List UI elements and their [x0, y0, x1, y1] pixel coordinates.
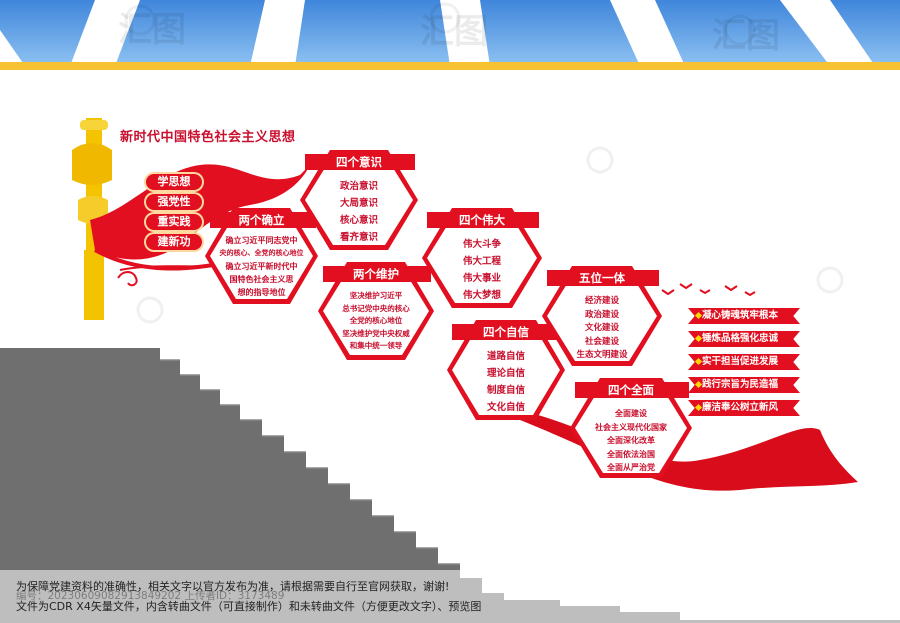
hexagon-title: 两个确立	[238, 213, 285, 227]
hexagon-item: 伟大事业	[462, 273, 501, 284]
hexagon-title: 四个自信	[483, 325, 529, 339]
hexagon-item: 社会主义现代化国家	[595, 422, 667, 432]
pill-study: 学思想	[146, 174, 202, 190]
ceiling-trim	[0, 62, 900, 70]
footer-file-info: 文件为CDR X4矢量文件，内含转曲文件（可直接制作）和未转曲文件（方便更改文字…	[16, 600, 482, 613]
hexagon-item: 国特色社会主义思	[229, 275, 294, 284]
hexagon-two-establishments: 两个确立 确立习近平同志党中 央的核心、全党的核心地位 确立习近平新时代中 国特…	[205, 208, 318, 304]
hexagon-item: 社会建设	[584, 336, 619, 347]
hexagon-item: 全面深化改革	[607, 436, 655, 445]
watermark-logo: 汇图	[118, 10, 186, 50]
hexagon-items: 伟大斗争 伟大工程 伟大事业 伟大梦想	[422, 236, 542, 304]
hexagon-title: 五位一体	[579, 271, 625, 285]
hexagon-item: 经济建设	[584, 296, 619, 306]
hexagon-item: 总书记党中央的核心	[342, 303, 410, 313]
hexagon-title: 四个全面	[608, 383, 654, 397]
hexagon-item: 看齐意识	[339, 232, 378, 243]
hexagon-item: 伟大工程	[462, 256, 501, 267]
hexagon-items: 确立习近平同志党中 央的核心、全党的核心地位 确立习近平新时代中 国特色社会主义…	[205, 234, 318, 299]
hexagon-five-in-one: 五位一体 经济建设 政治建设 文化建设 社会建设 生态文明建设	[542, 266, 662, 366]
watermark-logo: 汇图	[420, 12, 488, 52]
hexagon-item: 道路自信	[486, 351, 525, 362]
hexagon-item: 确立习近平新时代中	[225, 262, 298, 271]
ribbon-slogan: 锤炼品格强化忠诚	[688, 331, 800, 347]
hexagon-item: 文化自信	[486, 402, 525, 413]
hexagon-item: 文化建设	[584, 323, 619, 333]
hexagon-item: 和集中统一领导	[349, 341, 403, 350]
hexagon-two-safeguards: 两个维护 坚决维护习近平 总书记党中央的核心 全党的核心地位 坚决维护党中央权威…	[318, 262, 434, 360]
hexagon-item: 全党的核心地位	[349, 316, 403, 325]
hexagon-item: 制度自信	[486, 385, 525, 396]
hexagon-four-comprehensives: 四个全面 全面建设 社会主义现代化国家 全面深化改革 全面依法治国 全面从严治党	[570, 378, 692, 478]
watermark-id: 编号：20230609082913849202 上传者ID：3173489	[16, 590, 285, 602]
hexagon-item: 想的指导地位	[237, 288, 286, 297]
staircase	[0, 348, 900, 623]
ribbon-slogan: 廉洁奉公树立新风	[688, 400, 800, 416]
hexagon-title: 两个维护	[353, 267, 399, 281]
hexagon-item: 伟大斗争	[462, 239, 501, 250]
hexagon-items: 坚决维护习近平 总书记党中央的核心 全党的核心地位 坚决维护党中央权威 和集中统…	[318, 290, 434, 353]
hexagon-four-consciousness: 四个意识 政治意识 大局意识 核心意识 看齐意识	[300, 150, 418, 250]
birds	[661, 283, 756, 297]
hexagon-shapes	[205, 150, 692, 478]
hexagon-four-confidences: 四个自信 道路自信 理论自信 制度自信 文化自信	[447, 320, 565, 420]
ribbon-slogan: 实干担当促进发展	[688, 354, 800, 370]
red-ribbon-upper	[90, 164, 310, 260]
hexagon-items: 经济建设 政治建设 文化建设 社会建设 生态文明建设	[542, 295, 662, 363]
hexagon-item: 伟大梦想	[462, 290, 501, 301]
watermark-logo: 汇图	[712, 16, 780, 56]
hexagon-item: 政治建设	[584, 309, 619, 320]
hexagon-items: 全面建设 社会主义现代化国家 全面深化改革 全面依法治国 全面从严治党	[570, 407, 692, 475]
hexagon-item: 理论自信	[486, 368, 525, 379]
hexagon-item: 央的核心、全党的核心地位	[219, 249, 304, 257]
hexagon-title: 四个伟大	[459, 213, 505, 227]
hexagon-item: 核心意识	[339, 215, 378, 226]
gold-pillar	[72, 118, 112, 320]
hexagon-item: 全面依法治国	[607, 449, 655, 459]
pill-practice: 重实践	[146, 214, 202, 230]
pill-achievement: 建新功	[146, 234, 202, 250]
hexagon-item: 全面建设	[615, 409, 647, 418]
hexagon-item: 大局意识	[339, 198, 378, 209]
hexagon-item: 全面从严治党	[607, 463, 655, 472]
ceiling-rays	[0, 0, 875, 66]
hexagon-item: 政治意识	[339, 181, 378, 192]
red-ribbon-lower	[520, 410, 858, 491]
hexagon-item: 确立习近平同志党中	[225, 236, 298, 245]
hexagon-item: 生态文明建设	[576, 350, 628, 360]
hexagon-title: 四个意识	[336, 155, 382, 169]
hexagon-item: 坚决维护党中央权威	[342, 328, 410, 338]
pill-party-spirit: 强党性	[146, 194, 202, 210]
hexagon-items: 政治意识 大局意识 核心意识 看齐意识	[300, 178, 418, 246]
hexagon-item: 坚决维护习近平	[349, 291, 403, 300]
hexagon-items: 道路自信 理论自信 制度自信 文化自信	[447, 348, 565, 416]
footer-disclaimer: 为保障党建资料的准确性，相关文字以官方发布为准，请根据需要自行至官网获取，谢谢!	[16, 580, 450, 593]
main-title: 新时代中国特色社会主义思想	[120, 130, 296, 145]
ribbon-slogan: 践行宗旨为民造福	[688, 377, 800, 393]
ribbon-slogan: 凝心铸魂筑牢根本	[688, 308, 800, 324]
hexagon-four-greats: 四个伟大 伟大斗争 伟大工程 伟大事业 伟大梦想	[422, 208, 542, 308]
